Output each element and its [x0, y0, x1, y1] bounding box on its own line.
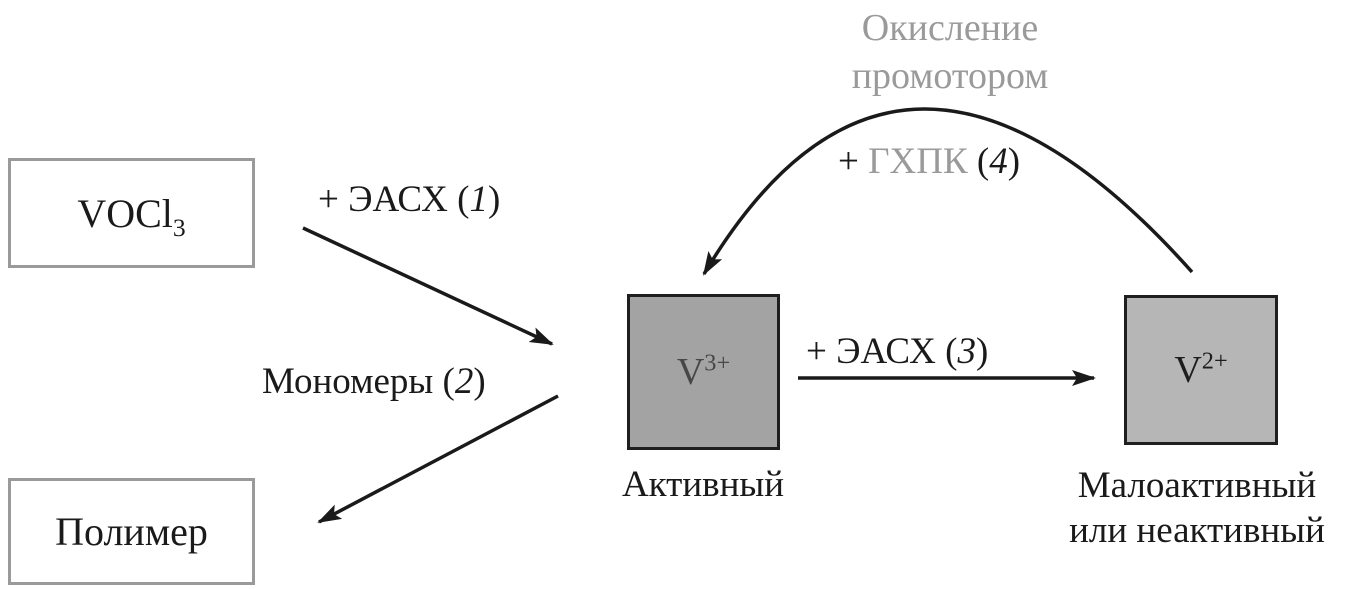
v3-caption-text: Активный — [621, 464, 785, 505]
step3-label: + ЭАСХ (3) — [806, 330, 988, 373]
step4-open: ( — [967, 141, 990, 182]
vocl3-formula-subscript: 3 — [172, 212, 186, 242]
v2-caption-line2: или неактивный — [1069, 510, 1325, 551]
step1-number: 1 — [469, 179, 488, 220]
step2-text: Мономеры ( — [262, 361, 455, 402]
v3-formula: V3+ — [677, 350, 730, 394]
step2-number: 2 — [454, 361, 474, 402]
step4-plus: + — [838, 141, 869, 182]
v3-caption: Активный — [600, 463, 806, 506]
step1-label: + ЭАСХ (1) — [318, 178, 500, 221]
v2-caption: Малоактивный или неактивный — [1040, 463, 1354, 553]
step3-number: 3 — [957, 331, 976, 372]
v2-superscript: 2+ — [1201, 347, 1228, 375]
step4-number: 4 — [989, 141, 1008, 182]
v2-symbol: V — [1174, 349, 1202, 391]
v2-caption-line1: Малоактивный — [1077, 465, 1317, 506]
arrow-step2 — [317, 394, 559, 524]
step2-label: Мономеры (2) — [262, 360, 486, 403]
polymer-label: Полимер — [55, 509, 208, 554]
step4-reagent: ГХПК — [868, 141, 968, 182]
promoter-note-line2: промотором — [851, 55, 1049, 97]
step1-text: + ЭАСХ ( — [318, 179, 470, 220]
v2-box: V2+ — [1124, 295, 1278, 445]
step1-close: ) — [487, 179, 501, 220]
arrow-step4-curved — [702, 107, 1194, 276]
vocl3-formula-main: VOCl — [77, 190, 173, 236]
step4-close: ) — [1007, 141, 1021, 182]
vocl3-box: VOCl3 — [8, 158, 255, 268]
step4-label: + ГХПК (4) — [838, 140, 1020, 183]
v3-box: V3+ — [627, 294, 780, 450]
step3-text: + ЭАСХ ( — [806, 331, 958, 372]
promoter-oxidation-note: Окисление промотором — [775, 4, 1125, 100]
v3-symbol: V — [676, 351, 705, 393]
v2-formula: V2+ — [1174, 348, 1227, 392]
step3-close: ) — [975, 331, 989, 372]
v3-superscript: 3+ — [704, 349, 731, 377]
polymer-box: Полимер — [8, 478, 255, 585]
arrow-step1 — [302, 226, 554, 346]
vocl3-formula: VOCl3 — [77, 190, 185, 240]
promoter-note-line1: Окисление — [861, 7, 1039, 49]
step2-close: ) — [473, 361, 486, 402]
